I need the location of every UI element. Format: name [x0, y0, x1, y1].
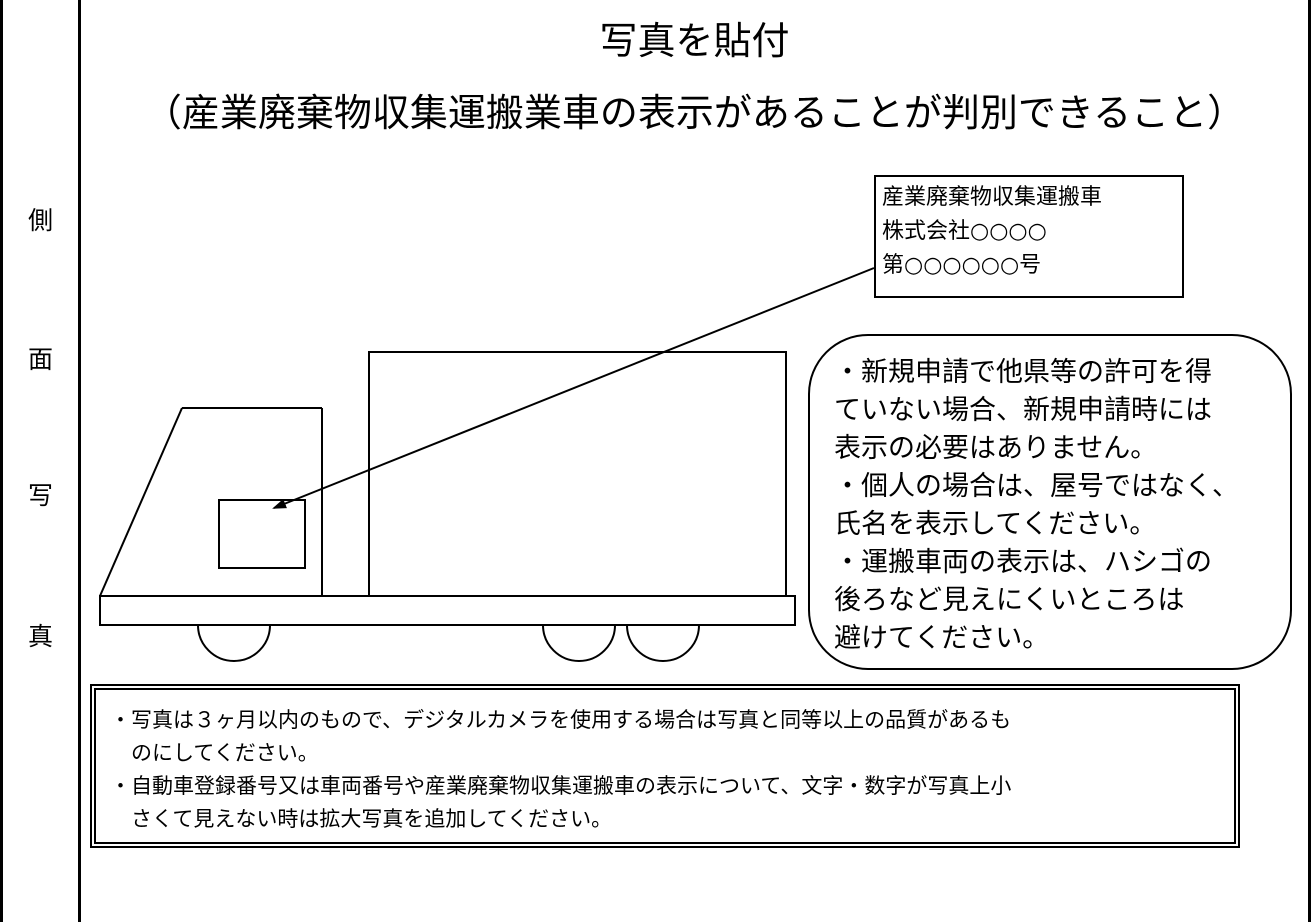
frame-left-border: [0, 0, 3, 922]
note-line: ・新規申請で他県等の許可を得: [834, 357, 1212, 388]
truck-chassis: [99, 595, 796, 626]
instructions-box: ・写真は３ヶ月以内のもので、デジタルカメラを使用する場合は写真と同等以上の品質が…: [90, 684, 1240, 848]
instruction-line: ・写真は３ヶ月以内のもので、デジタルカメラを使用する場合は写真と同等以上の品質が…: [110, 708, 1012, 732]
note-line: ・運搬車両の表示は、ハシゴの: [834, 547, 1212, 578]
side-label-char: 写: [27, 481, 53, 510]
vehicle-label-line: 産業廃棄物収集運搬車: [882, 185, 1103, 210]
side-label-char: 面: [27, 345, 53, 374]
note-line: ていない場合、新規申請時には: [834, 395, 1212, 426]
truck-cab: [99, 407, 323, 597]
instruction-line: のにしてください。: [131, 741, 319, 765]
rear-wheel-1: [542, 624, 616, 662]
instruction-line: ・自動車登録番号又は車両番号や産業廃棄物収集運搬車の表示について、文字・数字が写…: [110, 774, 1012, 798]
truck-cargo-box: [368, 351, 787, 597]
page-subtitle: （産業廃棄物収集運搬業車の表示があることが判別できること）: [143, 91, 1246, 135]
note-line: 氏名を表示してください。: [834, 509, 1157, 540]
cab-door-panel: [218, 499, 306, 569]
vehicle-label-line: 第○○○○○○号: [882, 253, 1042, 278]
instruction-line: さくて見えない時は拡大写真を追加してください。: [131, 807, 613, 831]
side-label-char: 側: [27, 206, 53, 235]
frame-right-border: [1308, 0, 1311, 922]
note-line: 後ろなど見えにくいところは: [834, 585, 1185, 616]
page-title: 写真を貼付: [599, 19, 790, 63]
notes-bubble: ・新規申請で他県等の許可を得 ていない場合、新規申請時には 表示の必要はありませ…: [808, 334, 1292, 670]
pointer-arrow: [272, 267, 875, 509]
frame-column-divider: [78, 0, 81, 922]
vehicle-label-sample: 産業廃棄物収集運搬車 株式会社○○○○ 第○○○○○○号: [874, 175, 1184, 298]
note-line: 表示の必要はありません。: [834, 433, 1158, 464]
note-line: ・個人の場合は、屋号ではなく、: [834, 471, 1239, 502]
side-label-char: 真: [27, 622, 53, 651]
front-wheel: [197, 624, 271, 662]
vehicle-label-line: 株式会社○○○○: [882, 219, 1047, 244]
rear-wheel-2: [626, 624, 700, 662]
note-line: 避けてください。: [834, 623, 1050, 654]
